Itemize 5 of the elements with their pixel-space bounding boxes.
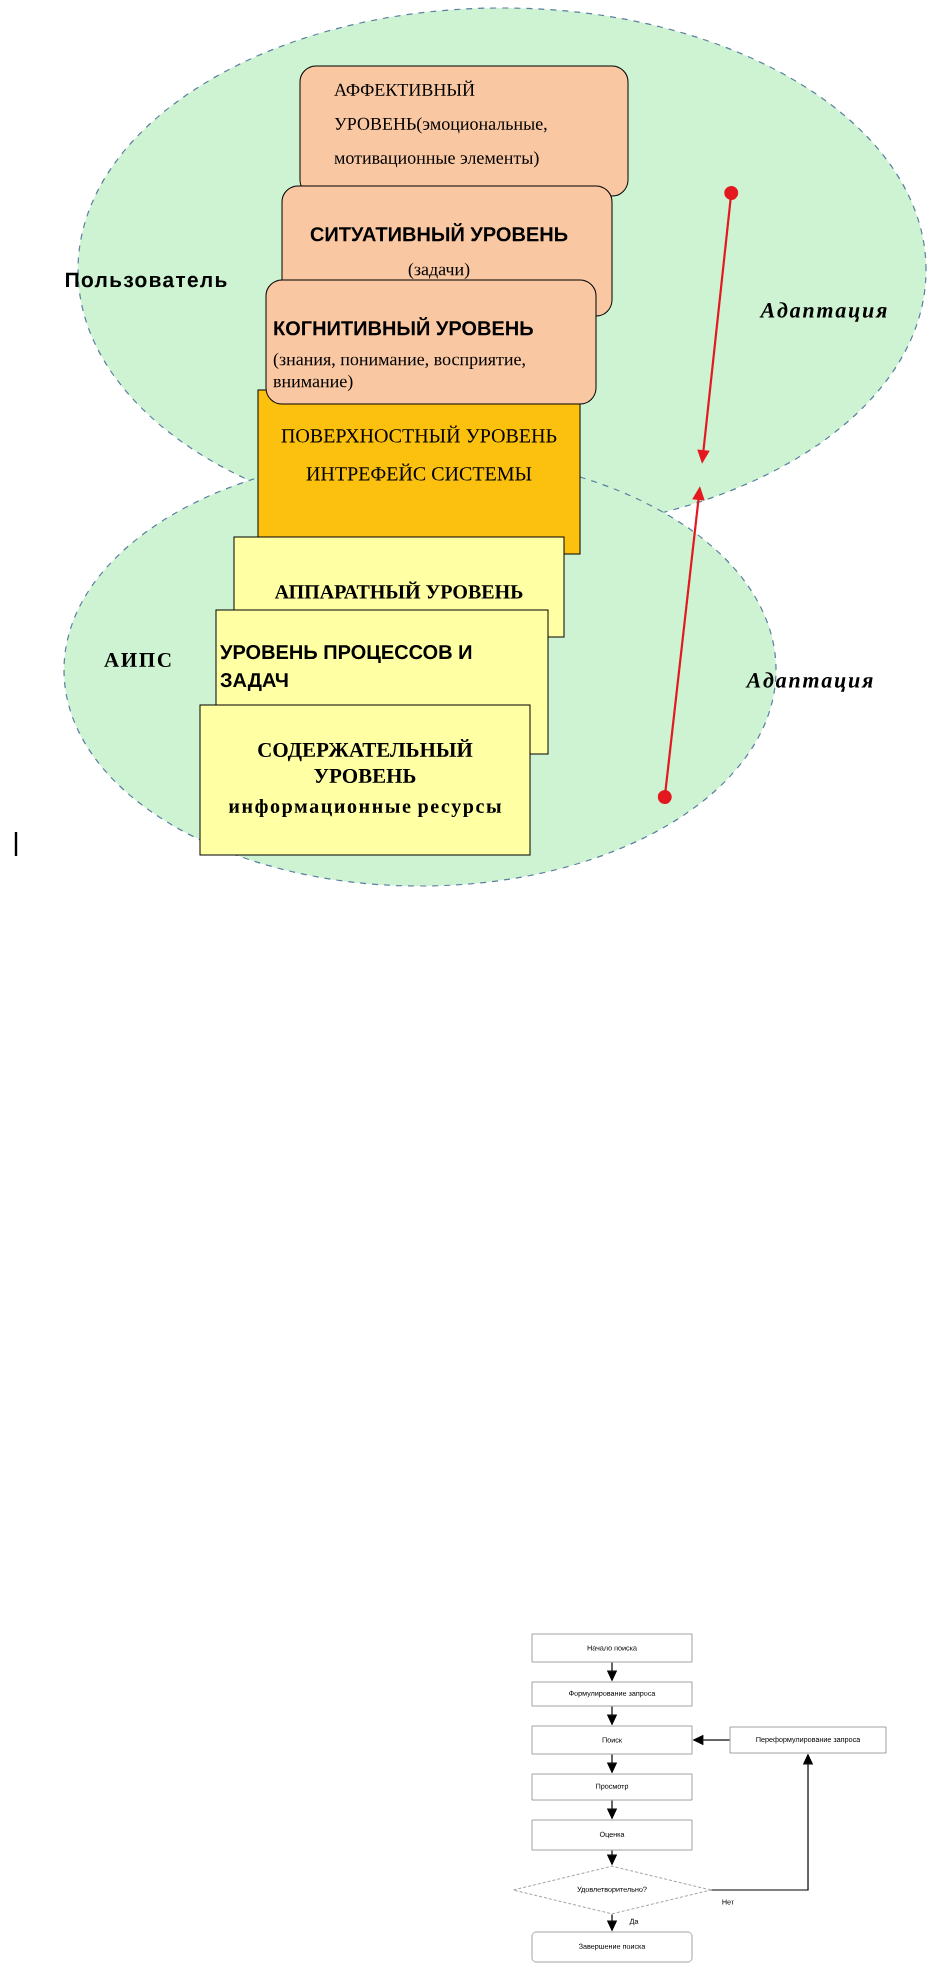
side-label: Адаптация bbox=[759, 302, 887, 322]
side-label: Адаптация bbox=[745, 672, 873, 692]
level-card: КОГНИТИВНЫЙ УРОВЕНЬ (знания, понимание, восприятие, внимание) bbox=[265, 279, 597, 405]
level-card: СОДЕРЖАТЕЛЬНЫЙ УРОВЕНЬ информационные ресурсы bbox=[199, 704, 531, 856]
level-card: АФФЕКТИВНЫЙ УРОВЕНЬ(эмоциональные, мотивационные элементы) bbox=[299, 65, 629, 197]
